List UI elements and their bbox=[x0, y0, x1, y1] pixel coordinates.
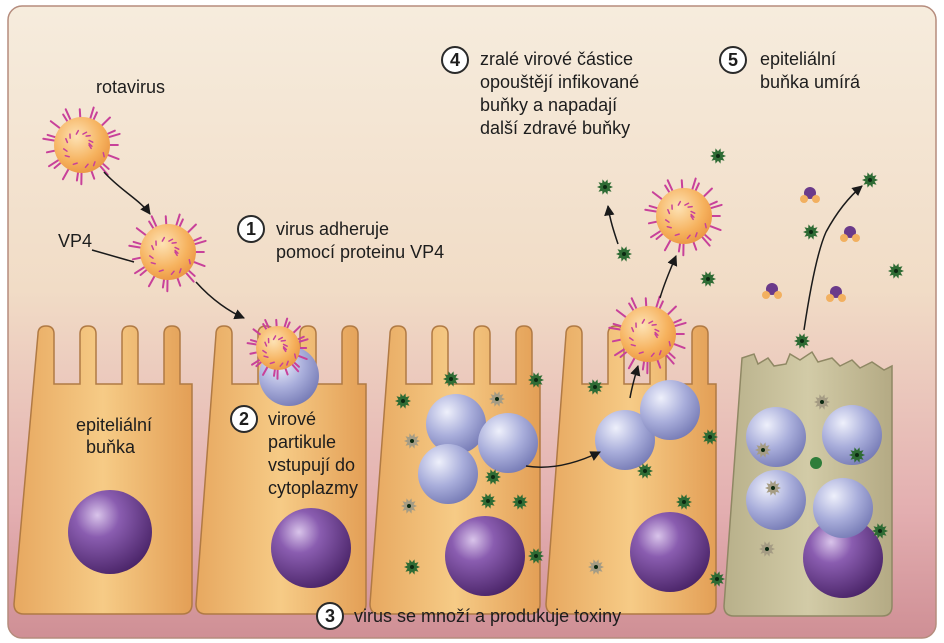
vesicle bbox=[813, 478, 873, 538]
vesicle bbox=[822, 405, 882, 465]
step-3-text-line-1: virus se množí a produkuje toxiny bbox=[354, 606, 622, 626]
rotavirus-particles bbox=[42, 106, 723, 380]
toxin-particle bbox=[700, 271, 716, 287]
arrow-toxin-spread bbox=[525, 451, 601, 468]
rotavirus-particle bbox=[644, 177, 723, 257]
step-5-text-line-1: epiteliální bbox=[760, 49, 837, 69]
toxin-particle-inactive bbox=[814, 394, 830, 410]
nucleus bbox=[803, 518, 883, 598]
toxin-particle-inactive bbox=[404, 433, 420, 449]
step-4-text-line-3: buňky a napadají bbox=[480, 95, 618, 115]
step-2-text-line-2: partikule bbox=[268, 432, 337, 452]
toxin-particle bbox=[709, 571, 725, 587]
step-2-text-line-1: virové bbox=[268, 409, 317, 429]
nucleus bbox=[271, 508, 351, 588]
toxin-particle bbox=[512, 494, 528, 510]
toxin-particle bbox=[637, 463, 653, 479]
toxin-particle bbox=[616, 246, 632, 262]
step-4-text-line-4: další zdravé buňky bbox=[480, 118, 631, 138]
step-1-text-line-1: virus adheruje bbox=[276, 219, 390, 239]
toxin-particle bbox=[485, 469, 501, 485]
step-4-text-line-2: opouštějí infikované bbox=[480, 72, 640, 92]
rotavirus-label: rotavirus bbox=[96, 77, 166, 97]
toxin-particle-inactive bbox=[765, 480, 781, 496]
step-5-number: 5 bbox=[719, 46, 747, 74]
toxin-particle bbox=[443, 371, 459, 387]
toxin-particle bbox=[872, 523, 888, 539]
arrow-toxin-release bbox=[604, 204, 619, 245]
step-3-number: 3 bbox=[316, 602, 344, 630]
vesicle bbox=[595, 410, 655, 470]
arrow-virus-release bbox=[659, 255, 678, 299]
arrow-virus-exit bbox=[629, 364, 641, 399]
toxin-particle-inactive bbox=[759, 541, 775, 557]
arrow-virus-approach bbox=[103, 171, 151, 215]
step-2-number: 2 bbox=[230, 405, 258, 433]
toxin-particle bbox=[794, 333, 810, 349]
toxin-particle bbox=[480, 493, 496, 509]
nucleus bbox=[445, 516, 525, 596]
debris-particle bbox=[800, 187, 820, 203]
vesicle bbox=[746, 407, 806, 467]
toxin-particle bbox=[803, 224, 819, 240]
toxin-particle bbox=[395, 393, 411, 409]
rotavirus-particle-adhering bbox=[246, 317, 309, 380]
vesicle bbox=[746, 470, 806, 530]
arrow-virus-adhere bbox=[195, 281, 245, 320]
epithelial-cell-label-line-1: epiteliální bbox=[76, 415, 153, 435]
vp4-pointer-line bbox=[91, 249, 135, 263]
vesicles bbox=[259, 346, 882, 538]
vesicle bbox=[426, 394, 486, 454]
arrows bbox=[91, 171, 862, 468]
toxin-particle bbox=[888, 263, 904, 279]
step-2-text-line-4: cytoplazmy bbox=[268, 478, 359, 498]
arrow-cell-death bbox=[803, 186, 862, 331]
step-2-text-line-3: vstupují do bbox=[268, 455, 356, 475]
step-4-text-line-1: zralé virové částice bbox=[480, 49, 634, 69]
step-5-text-line-2: buňka umírá bbox=[760, 72, 861, 92]
toxin-particle-inactive bbox=[755, 442, 771, 458]
nucleus bbox=[630, 512, 710, 592]
nuclei bbox=[68, 490, 883, 598]
debris-particle bbox=[762, 283, 782, 299]
nucleus bbox=[68, 490, 152, 574]
toxin-particle bbox=[676, 494, 692, 510]
rotavirus-particle bbox=[608, 295, 687, 375]
toxin-particle bbox=[702, 429, 718, 445]
toxin-particle bbox=[404, 559, 420, 575]
toxin-particle-inactive bbox=[401, 498, 417, 514]
toxin-particles bbox=[395, 148, 904, 587]
toxin-particle-inactive bbox=[588, 559, 604, 575]
toxin-particle bbox=[528, 548, 544, 564]
toxin-particle bbox=[528, 372, 544, 388]
toxin-particle bbox=[710, 148, 726, 164]
vesicle bbox=[640, 380, 700, 440]
toxin-particle bbox=[587, 379, 603, 395]
toxin-particle-inactive bbox=[489, 391, 505, 407]
vesicle bbox=[418, 444, 478, 504]
toxin-particle bbox=[597, 179, 613, 195]
cell-debris bbox=[762, 187, 860, 469]
step-1-text-line-2: pomocí proteinu VP4 bbox=[276, 242, 445, 262]
debris-particle bbox=[826, 286, 846, 302]
debris-particle bbox=[840, 226, 860, 242]
toxin-particle bbox=[849, 447, 865, 463]
step-4-number: 4 bbox=[441, 46, 469, 74]
vesicle bbox=[478, 413, 538, 473]
debris-particle bbox=[810, 457, 822, 469]
epithelial-cell-label-line-2: buňka bbox=[86, 437, 136, 457]
rotavirus-particle bbox=[128, 213, 207, 293]
vp4-label: VP4 bbox=[58, 231, 93, 251]
step-1-number: 1 bbox=[237, 215, 265, 243]
rotavirus-particle bbox=[42, 106, 121, 186]
